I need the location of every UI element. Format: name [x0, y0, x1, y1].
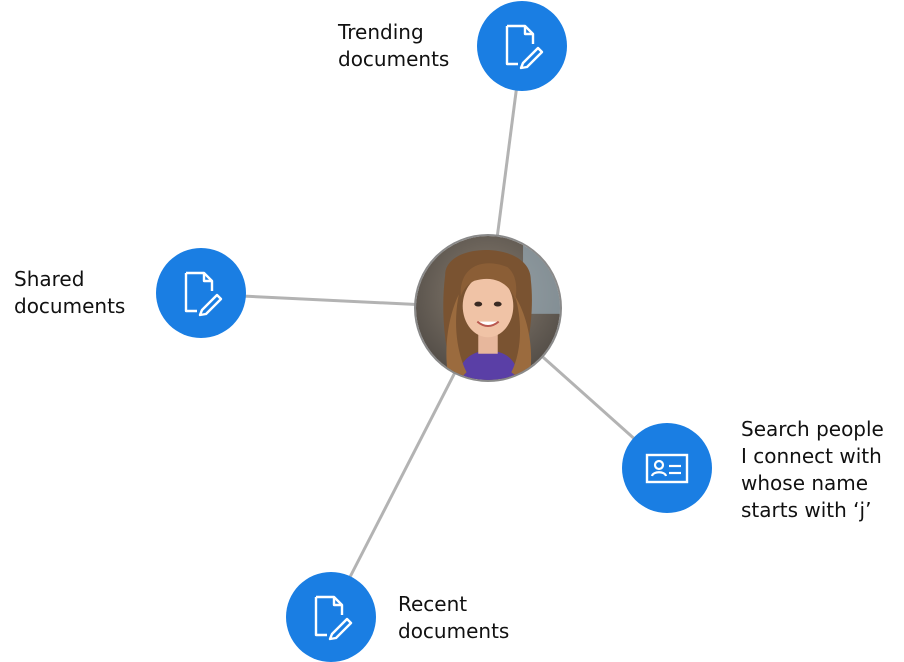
recent-documents-node[interactable]	[286, 572, 376, 662]
label-line: Shared	[14, 267, 85, 291]
document-edit-icon	[505, 24, 544, 70]
shared-documents-node[interactable]	[156, 248, 246, 338]
profile-photo	[416, 236, 560, 380]
label-line: whose name	[741, 471, 869, 495]
recent-documents-label: Recent documents	[398, 591, 509, 645]
document-edit-icon	[314, 595, 353, 641]
label-line: Recent	[398, 592, 468, 616]
label-line: documents	[338, 47, 450, 71]
label-line: Trending	[338, 20, 424, 44]
label-line: starts with ‘j’	[741, 498, 872, 522]
shared-documents-label: Shared documents	[14, 266, 125, 320]
label-line: documents	[14, 294, 126, 318]
label-line: Search people	[741, 417, 884, 441]
trending-documents-node[interactable]	[477, 1, 567, 91]
contact-card-icon	[645, 453, 689, 484]
label-line: I connect with	[741, 444, 882, 468]
search-people-node[interactable]	[622, 423, 712, 513]
search-people-label: Search people I connect with whose name …	[741, 416, 884, 524]
label-line: documents	[398, 619, 510, 643]
document-edit-icon	[184, 271, 223, 317]
trending-documents-label: Trending documents	[338, 19, 449, 73]
user-avatar[interactable]	[414, 234, 562, 382]
